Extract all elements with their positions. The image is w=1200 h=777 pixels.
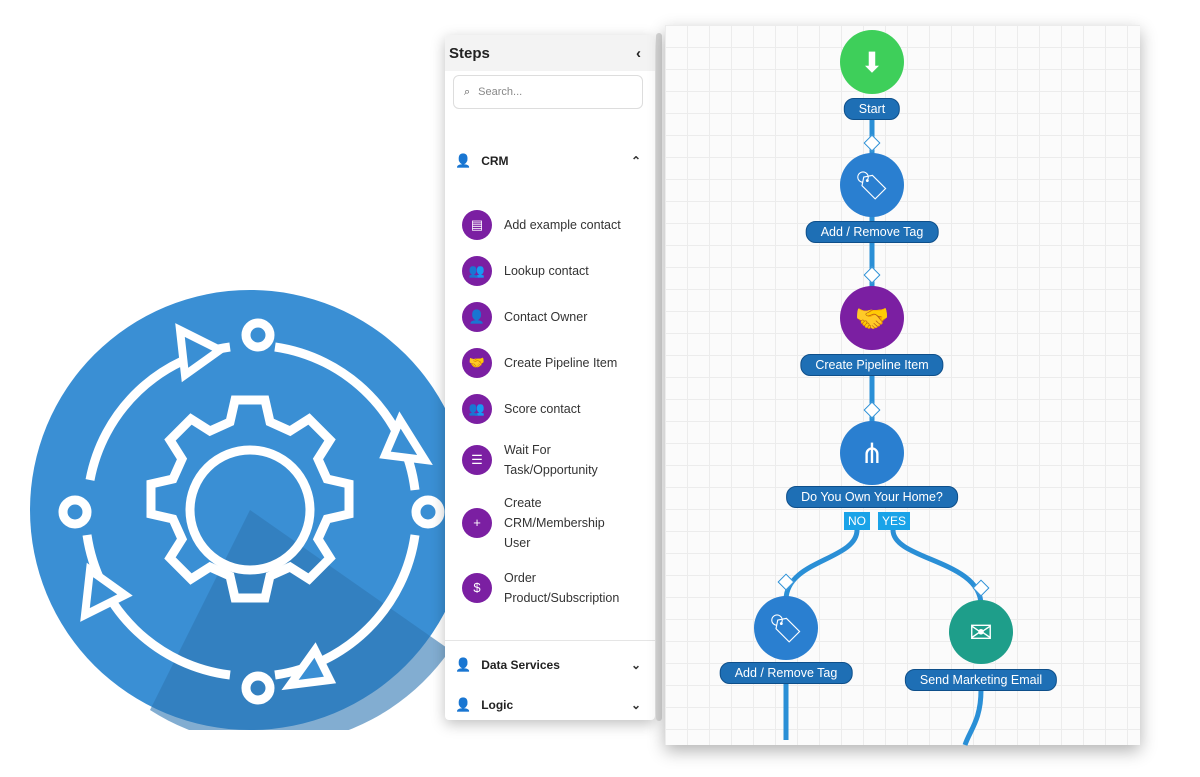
section-data-services[interactable]: 👤Data Services⌄ <box>455 657 641 672</box>
section-logic[interactable]: 👤Logic⌄ <box>455 697 641 712</box>
node-label[interactable]: Create Pipeline Item <box>800 354 944 376</box>
node-label[interactable]: Do You Own Your Home? <box>786 486 958 508</box>
contact-card-icon: ▤ <box>462 210 492 240</box>
panel-title: Steps <box>449 44 490 62</box>
handshake-icon[interactable]: 🤝 <box>840 286 904 350</box>
step-item[interactable]: +Create CRM/Membership User <box>462 493 612 553</box>
chevron-down-icon: ⌄ <box>630 658 641 672</box>
divider <box>445 640 655 641</box>
order-icon: $ <box>462 573 492 603</box>
branch-yes[interactable]: YES <box>877 512 911 530</box>
user-owner-icon: 👤 <box>462 302 492 332</box>
search-icon: ⌕ <box>464 85 471 98</box>
start-node-icon[interactable]: ⬇ <box>840 30 904 94</box>
person-icon: 👤 <box>455 697 472 712</box>
tag-icon[interactable]: 🏷 <box>754 596 818 660</box>
users-score-icon: 👥 <box>462 394 492 424</box>
node-label[interactable]: Start <box>843 98 901 120</box>
branch-no[interactable]: NO <box>844 512 870 530</box>
user-add-icon: + <box>462 508 492 538</box>
step-item[interactable]: ☰Wait For Task/Opportunity <box>462 440 612 480</box>
automation-gear-logo-icon <box>30 290 470 730</box>
step-item[interactable]: ▤Add example contact <box>462 210 642 240</box>
step-item[interactable]: 👤Contact Owner <box>462 302 642 332</box>
chevron-up-icon: ⌃ <box>630 154 641 168</box>
decision-icon[interactable]: ⋔ <box>840 421 904 485</box>
node-label[interactable]: Add / Remove Tag <box>805 221 939 243</box>
search-input[interactable]: ⌕Search... <box>453 75 643 109</box>
person-icon: 👤 <box>455 657 472 672</box>
step-item[interactable]: 👥Lookup contact <box>462 256 642 286</box>
node-label[interactable]: Add / Remove Tag <box>719 662 853 684</box>
scrollbar[interactable] <box>656 33 662 721</box>
person-icon: 👤 <box>455 153 472 168</box>
chevron-left-icon[interactable]: ‹ <box>636 44 641 62</box>
flow-canvas[interactable] <box>665 25 1140 745</box>
steps-panel: Steps ‹ ⌕Search... 👤CRM⌃ ▤Add example con… <box>445 35 655 720</box>
step-item[interactable]: $Order Product/Subscription <box>462 568 619 608</box>
checklist-icon: ☰ <box>462 445 492 475</box>
step-item[interactable]: 🤝Create Pipeline Item <box>462 348 642 378</box>
tag-icon[interactable]: 🏷 <box>840 153 904 217</box>
node-label[interactable]: Send Marketing Email <box>904 669 1058 691</box>
section-crm[interactable]: 👤CRM⌃ <box>455 153 641 168</box>
step-item[interactable]: 👥Score contact <box>462 394 642 424</box>
chevron-down-icon: ⌄ <box>630 698 641 712</box>
handshake-icon: 🤝 <box>462 348 492 378</box>
email-icon[interactable]: ✉ <box>949 600 1013 664</box>
users-search-icon: 👥 <box>462 256 492 286</box>
